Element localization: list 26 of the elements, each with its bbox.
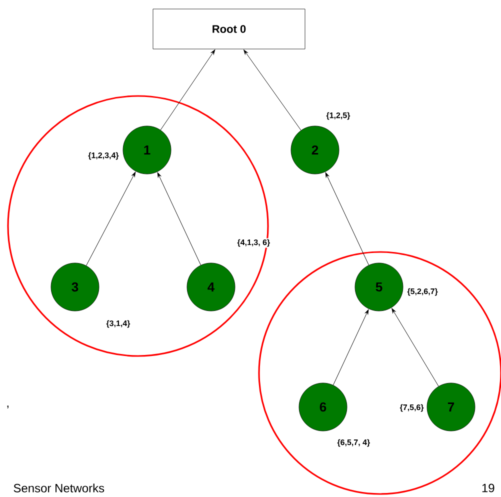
arrow [160, 50, 216, 130]
sensor-node: 5 [354, 262, 404, 312]
footer-text: Sensor Networks [14, 484, 104, 492]
set-label: {1,2,3,4} [87, 151, 120, 161]
sensor-node: 1 [122, 126, 172, 174]
page-number: 19 [482, 484, 494, 492]
set-label: {1,2,5} [325, 111, 352, 121]
set-label: {7,5,6} [398, 403, 425, 413]
arrow [86, 172, 136, 266]
sensor-node: 6 [298, 382, 348, 432]
cluster-circle [7, 95, 269, 357]
set-label: {5,2,6,7} [406, 287, 439, 297]
set-label: {3,1,4} [105, 319, 132, 329]
root-box: Root 0 [152, 8, 306, 50]
arrow [332, 309, 369, 386]
sensor-node: 3 [50, 262, 100, 312]
stray-mark: , [7, 406, 8, 408]
arrow [244, 50, 302, 131]
sensor-node: 7 [426, 382, 476, 432]
arrow [325, 172, 369, 266]
set-label: {4,1,3, 6} [236, 238, 272, 248]
arrow [157, 172, 201, 266]
sensor-node: 2 [290, 126, 340, 174]
set-label: {6,5,7, 4} [336, 438, 372, 448]
sensor-node: 4 [186, 262, 236, 312]
arrow [392, 308, 439, 386]
